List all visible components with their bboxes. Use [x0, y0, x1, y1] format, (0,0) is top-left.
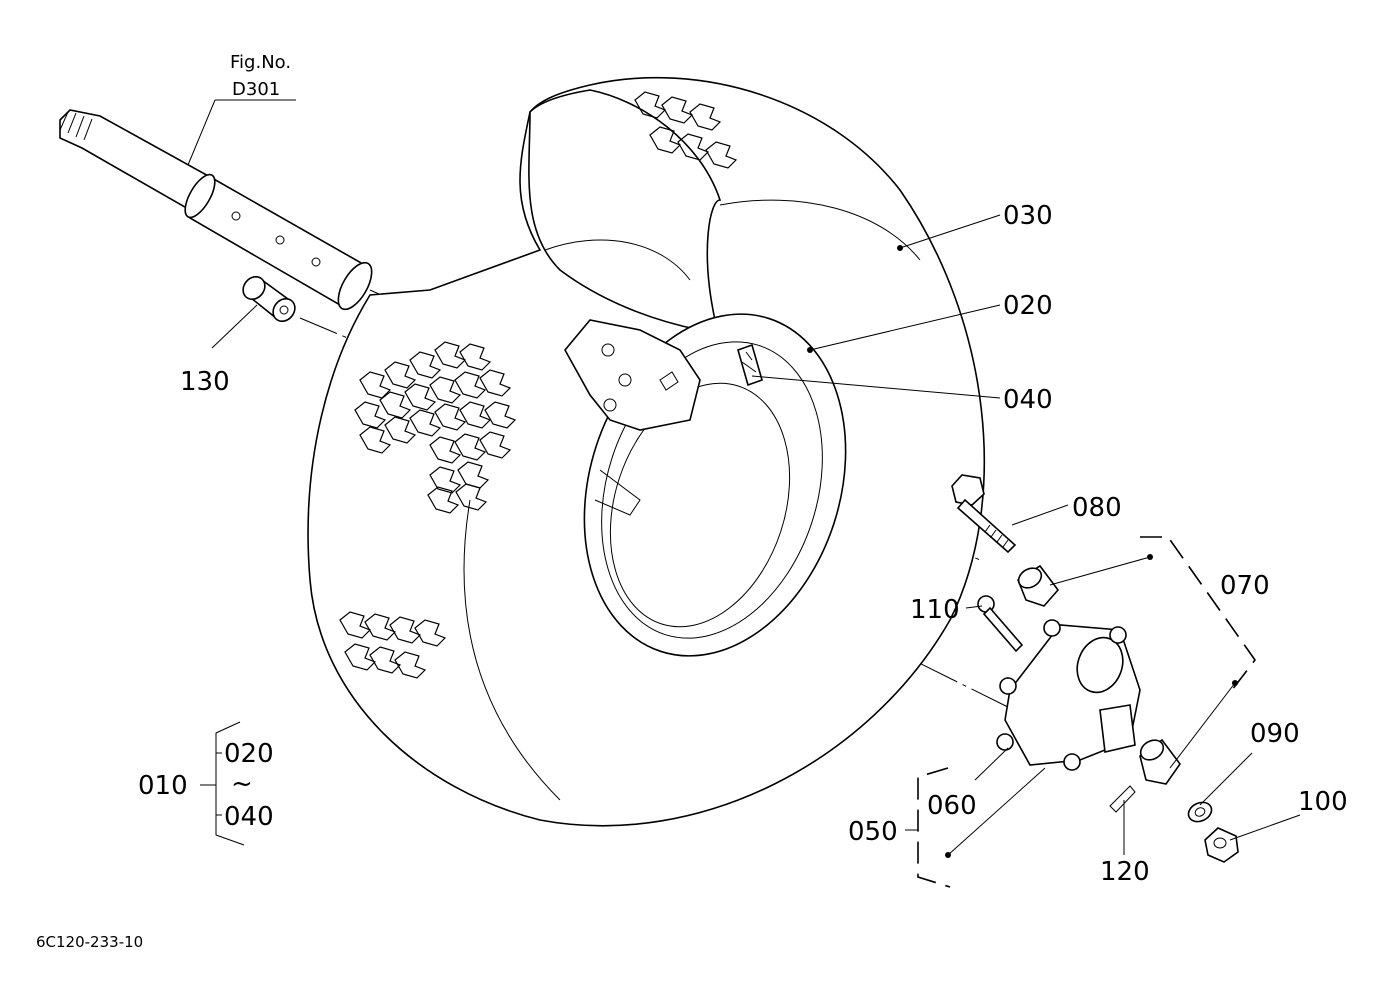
bushing-lower — [1139, 738, 1181, 785]
air-valve — [737, 343, 763, 387]
label-120: 120 — [1100, 857, 1150, 887]
label-090: 090 — [1250, 719, 1300, 749]
part-labels: 030 020 040 080 070 110 090 100 060 050 … — [138, 201, 1348, 887]
fig-no-label: Fig.No. — [230, 52, 291, 73]
label-130: 130 — [180, 367, 230, 397]
label-010: 010 — [138, 771, 188, 801]
fig-no-leader — [187, 99, 216, 166]
label-040: 040 — [1003, 385, 1053, 415]
drawing-code: 6C120-233-10 — [36, 933, 143, 951]
hex-nut — [1204, 827, 1239, 863]
label-030: 030 — [1003, 201, 1053, 231]
label-080: 080 — [1072, 493, 1122, 523]
label-110: 110 — [910, 595, 960, 625]
label-060: 060 — [927, 791, 977, 821]
label-020: 020 — [1003, 291, 1053, 321]
fig-no-value: D301 — [232, 79, 280, 100]
leader-lines — [211, 214, 1301, 858]
bracket-070 — [1140, 536, 1256, 691]
wheel-rim — [564, 313, 847, 657]
cotter-pin — [1109, 785, 1136, 813]
tread-pattern-left — [354, 341, 517, 514]
bushing-upper — [1017, 564, 1060, 607]
label-070: 070 — [1220, 571, 1270, 601]
hub-bolt — [951, 474, 1017, 554]
tread-pattern-lower — [339, 611, 447, 679]
label-100: 100 — [1298, 787, 1348, 817]
bracket-010 — [200, 721, 245, 846]
tread-pattern-top — [634, 91, 738, 169]
label-050: 050 — [848, 817, 898, 847]
axle-shaft — [59, 109, 373, 311]
label-range-to: 040 — [224, 802, 274, 832]
label-range-from: 020 — [224, 739, 274, 769]
label-range-sep: ~ — [231, 769, 253, 799]
washer — [1187, 801, 1213, 823]
spacer-collar — [242, 275, 296, 323]
bracket-050 — [917, 767, 951, 888]
wheel-hub — [996, 619, 1141, 771]
figure-reference: Fig.No. D301 — [187, 52, 296, 166]
clevis-pin — [977, 595, 1024, 653]
